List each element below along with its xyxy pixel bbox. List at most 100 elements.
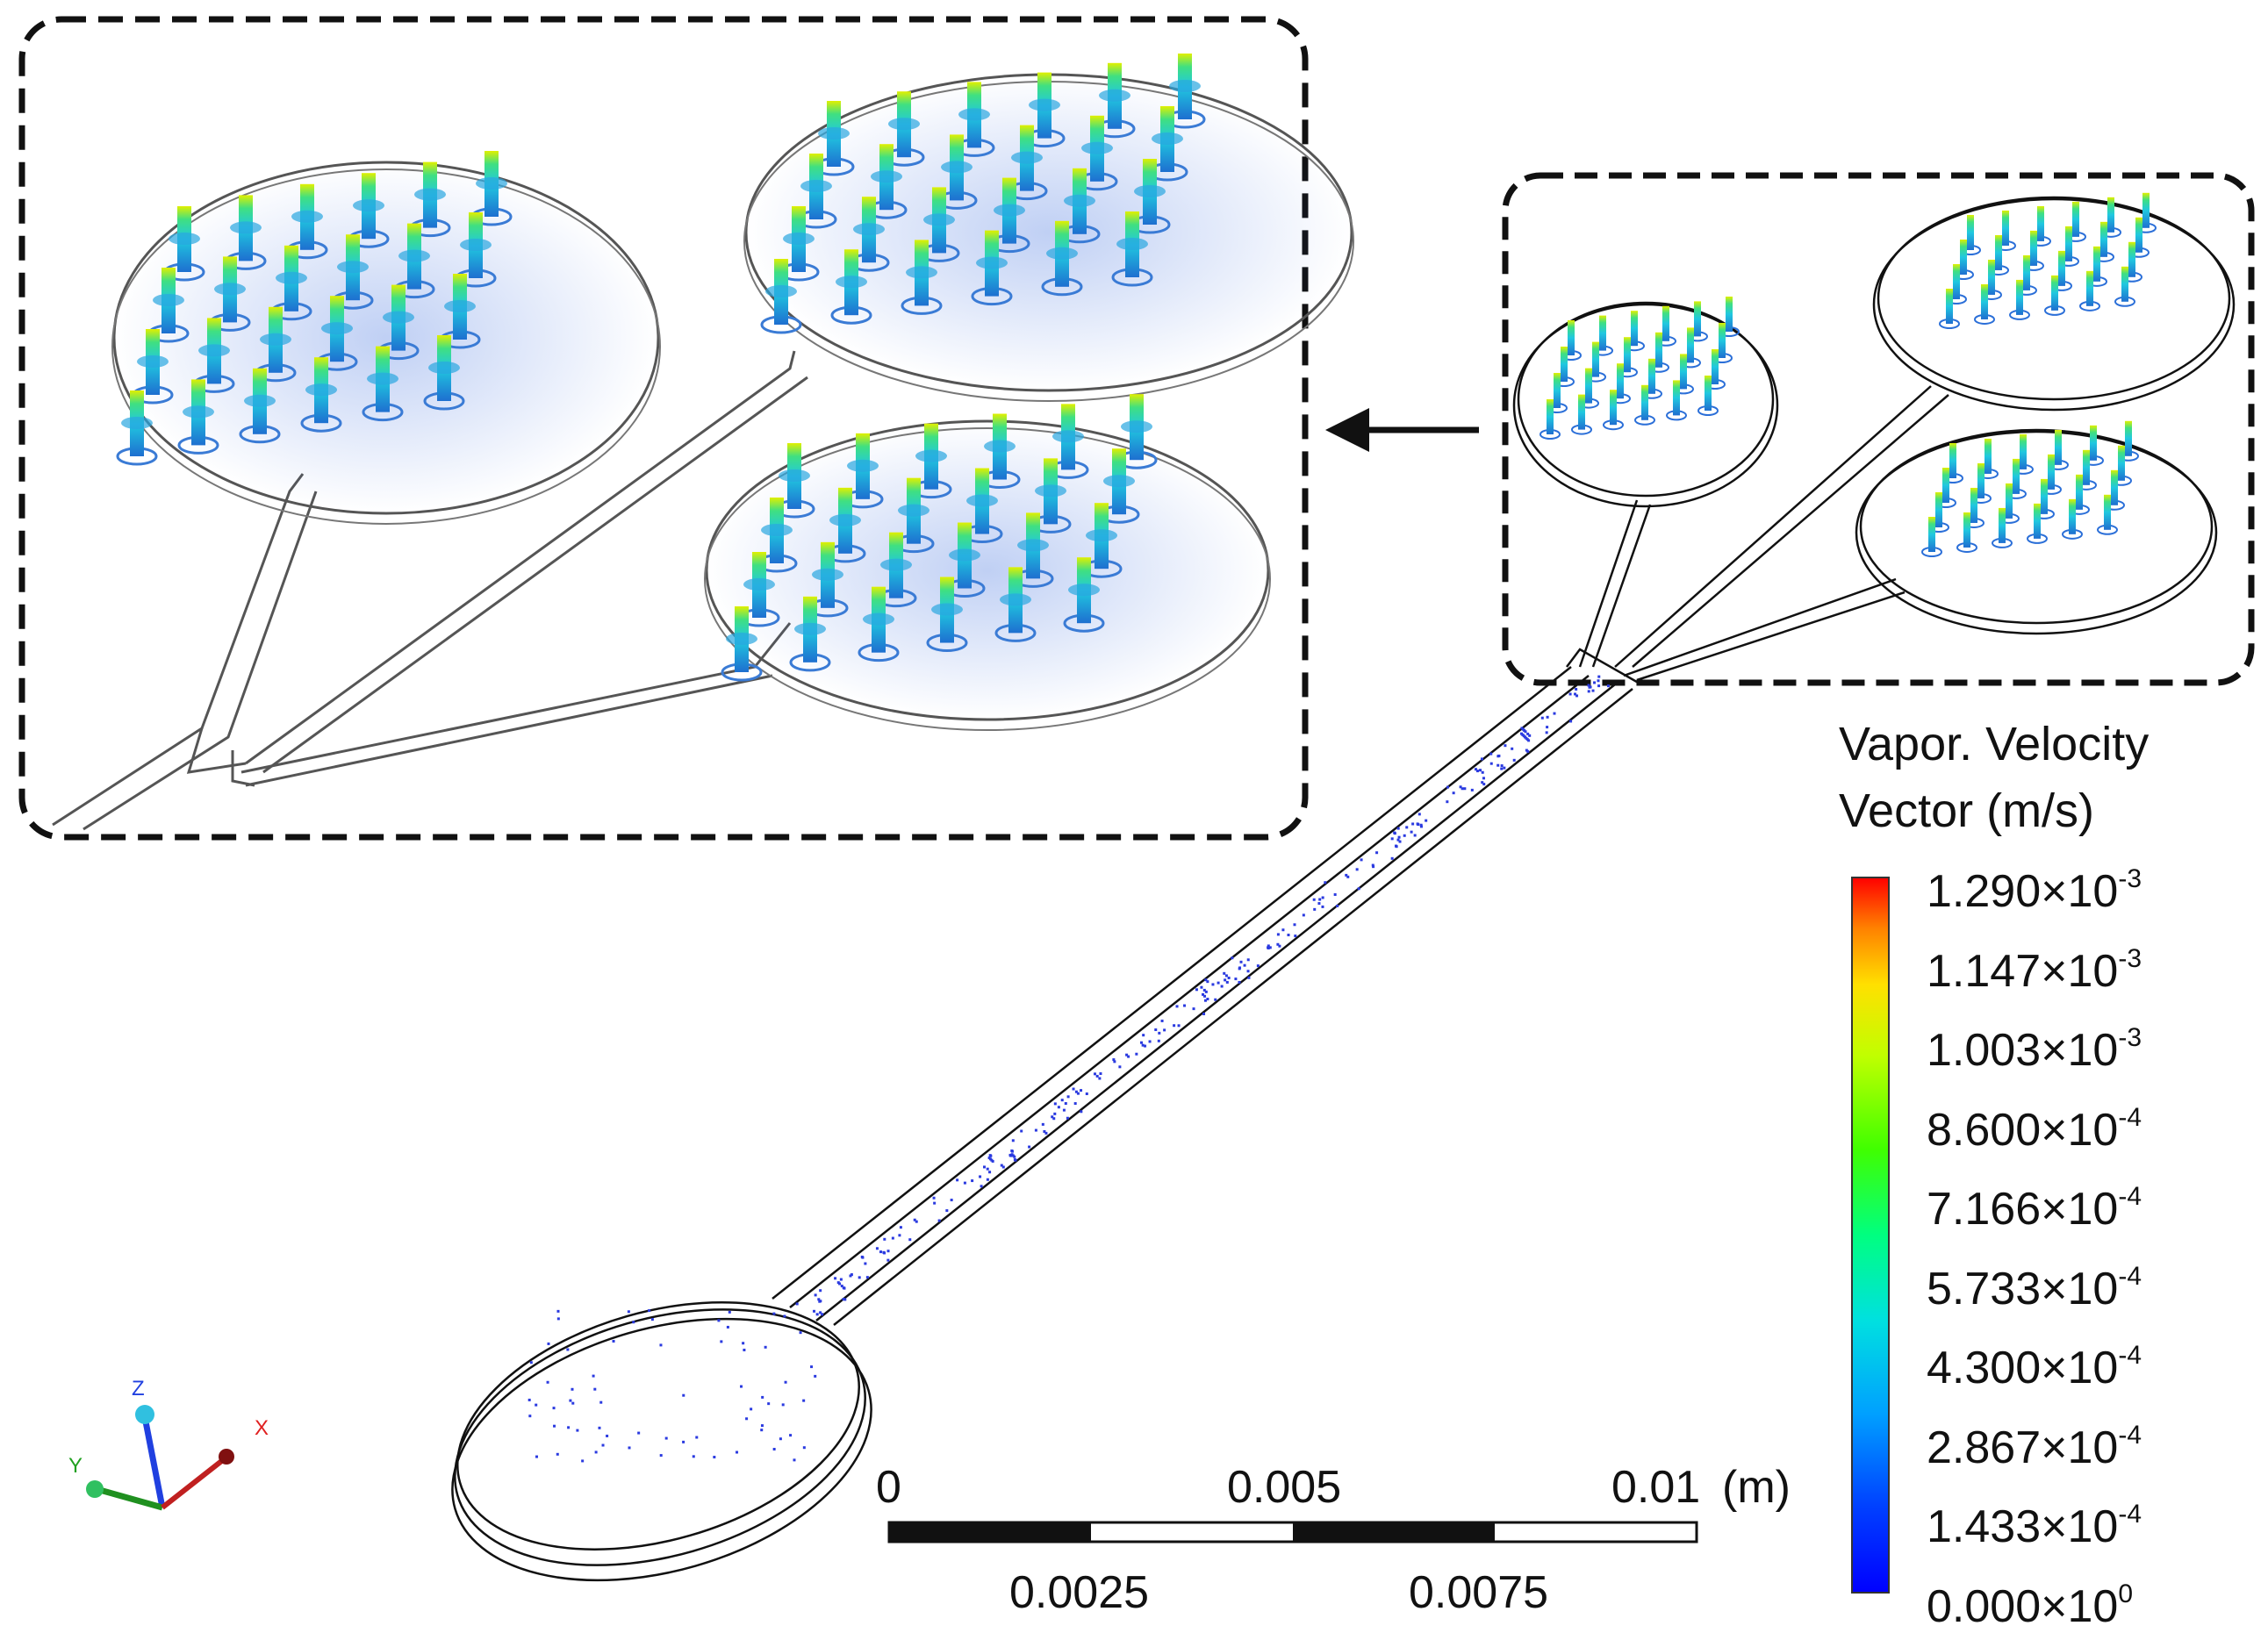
velocity-dot bbox=[772, 1312, 776, 1315]
velocity-dot bbox=[865, 1276, 869, 1279]
velocity-dot bbox=[1575, 694, 1579, 698]
velocity-dot bbox=[836, 1281, 840, 1285]
velocity-dot bbox=[535, 1403, 538, 1407]
legend-tick-label: 1.147×10-3 bbox=[1927, 943, 2142, 997]
scale-segment-3 bbox=[1293, 1522, 1495, 1542]
velocity-dot bbox=[840, 1285, 843, 1288]
velocity-dot bbox=[810, 1365, 814, 1369]
velocity-dot bbox=[1034, 1128, 1037, 1132]
velocity-dot bbox=[1503, 766, 1506, 770]
legend-tick-label: 1.433×10-4 bbox=[1927, 1500, 2142, 1553]
velocity-dot bbox=[891, 1236, 894, 1240]
velocity-dot bbox=[1489, 762, 1493, 765]
velocity-dot bbox=[1010, 1150, 1014, 1153]
velocity-dot bbox=[599, 1400, 603, 1404]
legend-title: Vapor. Velocity Vector (m/s) bbox=[1839, 711, 2149, 844]
velocity-dot bbox=[1028, 1145, 1031, 1149]
velocity-dot bbox=[1224, 978, 1227, 982]
velocity-dot bbox=[1597, 684, 1601, 688]
legend-tick-label: 7.166×10-4 bbox=[1927, 1182, 2142, 1235]
velocity-dot bbox=[628, 1446, 631, 1450]
velocity-dot bbox=[899, 1226, 902, 1229]
scale-segment-1 bbox=[889, 1522, 1091, 1542]
y-axis-label: Y bbox=[68, 1454, 83, 1478]
velocity-dot bbox=[986, 1178, 989, 1181]
velocity-dot bbox=[1076, 1092, 1080, 1095]
velocity-dot bbox=[556, 1309, 560, 1313]
velocity-dot bbox=[650, 1318, 654, 1321]
inlet-pad-dots bbox=[528, 1309, 817, 1463]
velocity-dot bbox=[1044, 1131, 1048, 1135]
velocity-dot bbox=[1154, 1028, 1158, 1032]
velocity-dot bbox=[1360, 858, 1363, 862]
velocity-dot bbox=[1481, 770, 1484, 774]
velocity-dot bbox=[1203, 999, 1207, 1002]
velocity-dot bbox=[547, 1342, 550, 1345]
velocity-dot bbox=[726, 1325, 729, 1329]
velocity-dot bbox=[1214, 998, 1217, 1001]
velocity-dot bbox=[937, 1219, 941, 1222]
velocity-dot bbox=[1417, 823, 1420, 827]
velocity-dot bbox=[1220, 985, 1224, 988]
velocity-dot bbox=[982, 1165, 986, 1169]
velocity-dot bbox=[915, 1220, 918, 1223]
velocity-dot bbox=[818, 1300, 822, 1303]
velocity-dot bbox=[913, 1218, 916, 1221]
velocity-dot bbox=[1183, 1004, 1187, 1007]
velocity-dot bbox=[1317, 902, 1321, 906]
velocity-dot bbox=[571, 1387, 574, 1391]
velocity-dot bbox=[740, 1385, 743, 1388]
velocity-dot bbox=[1225, 980, 1229, 984]
velocity-dot bbox=[1425, 819, 1428, 822]
velocity-dot bbox=[764, 1345, 767, 1349]
velocity-dot bbox=[799, 1331, 802, 1335]
velocity-dot bbox=[883, 1237, 886, 1241]
velocity-dot bbox=[932, 1196, 936, 1200]
velocity-dot bbox=[883, 1251, 886, 1255]
velocity-dot bbox=[1500, 764, 1504, 768]
velocity-dot bbox=[875, 1247, 879, 1250]
velocity-dot bbox=[1066, 1095, 1070, 1099]
velocity-dot bbox=[760, 1424, 764, 1428]
z-axis-label: Z bbox=[132, 1377, 145, 1400]
velocity-dot bbox=[1099, 1072, 1102, 1076]
velocity-dot bbox=[814, 1293, 817, 1297]
velocity-dot bbox=[1512, 758, 1516, 762]
velocity-dot bbox=[821, 1313, 824, 1316]
velocity-dot bbox=[1001, 1165, 1005, 1169]
velocity-dot bbox=[1318, 898, 1322, 901]
velocity-dot bbox=[1268, 946, 1272, 949]
legend-title-line2: Vector (m/s) bbox=[1839, 784, 2095, 837]
velocity-dot bbox=[814, 1374, 817, 1378]
velocity-dot bbox=[1085, 1092, 1088, 1096]
x-axis bbox=[161, 1457, 226, 1510]
velocity-dot bbox=[1231, 956, 1234, 960]
velocity-dot bbox=[815, 1313, 819, 1316]
velocity-dot bbox=[1163, 1028, 1166, 1032]
velocity-dot bbox=[956, 1178, 959, 1182]
z-axis bbox=[141, 1416, 166, 1508]
velocity-dot bbox=[659, 1454, 663, 1458]
legend-tick-label: 8.600×10-4 bbox=[1927, 1102, 2142, 1156]
velocity-dot bbox=[1606, 684, 1610, 688]
velocity-dot bbox=[1057, 1106, 1060, 1109]
velocity-dot bbox=[1395, 845, 1398, 849]
velocity-dot bbox=[1064, 1102, 1067, 1106]
velocity-dot bbox=[1511, 747, 1514, 750]
velocity-dot bbox=[1202, 1013, 1206, 1016]
legend-colorbar bbox=[1851, 877, 1890, 1594]
velocity-dot bbox=[1074, 1090, 1078, 1093]
legend-tick-label: 4.300×10-4 bbox=[1927, 1341, 2142, 1394]
velocity-dot bbox=[528, 1415, 532, 1418]
velocity-dot bbox=[864, 1262, 867, 1265]
velocity-dot bbox=[1195, 988, 1198, 992]
velocity-dot bbox=[1192, 1007, 1195, 1011]
velocity-dot bbox=[1080, 1110, 1083, 1114]
velocity-dot bbox=[1246, 958, 1250, 962]
velocity-dot bbox=[1375, 851, 1379, 855]
velocity-dot bbox=[1413, 834, 1417, 837]
velocity-dot bbox=[1474, 768, 1477, 771]
detail-box bbox=[1502, 172, 2255, 686]
velocity-dot bbox=[692, 1455, 695, 1458]
velocity-dot bbox=[1593, 681, 1597, 684]
